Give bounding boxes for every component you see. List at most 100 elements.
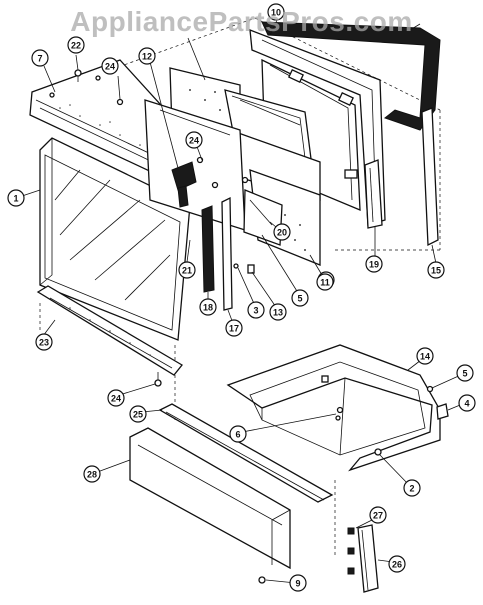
callout-circle (369, 506, 387, 524)
screw-part-3 (233, 263, 239, 269)
callout-12: 12 (138, 47, 156, 65)
callout-21: 21 (178, 261, 196, 279)
callout-circle (107, 389, 125, 407)
door-side-channel-part-19 (364, 159, 383, 229)
door-liner-part-10 (249, 29, 386, 226)
callout-circle (185, 131, 203, 149)
callout-circle (365, 255, 383, 273)
door-glass-pack (229, 129, 321, 266)
callout-label: 12 (142, 52, 152, 62)
clip-set-part-27 (347, 527, 355, 575)
callout-label: 5 (297, 294, 302, 304)
callout-27: 27 (369, 506, 387, 524)
callout-label: 18 (203, 303, 213, 313)
callout-circle (458, 394, 476, 412)
callout-label: 17 (229, 324, 239, 334)
screw-part-6-drawer (335, 415, 341, 421)
callout-5: 5 (291, 289, 309, 307)
callout-circle (229, 425, 247, 443)
callout-label: 3 (253, 306, 258, 316)
callout-circle (273, 223, 291, 241)
drawer-trim-part-25 (158, 403, 334, 503)
callout-circle (456, 364, 474, 382)
callout-3: 3 (247, 301, 265, 319)
callout-label: 28 (87, 470, 97, 480)
callout-circle (403, 479, 421, 497)
callout-circle (101, 57, 119, 75)
callout-label: 5 (462, 369, 467, 379)
part-callouts: 1234556679101112131415171819202122232424… (7, 3, 476, 592)
door-bottom-trim-part-23 (36, 285, 183, 376)
callout-18: 18 (199, 298, 217, 316)
callout-circle (388, 555, 406, 573)
callout-label: 25 (133, 410, 143, 420)
screw-part-2 (374, 448, 382, 456)
callout-label: 15 (431, 266, 441, 276)
callout-label: 24 (189, 136, 199, 146)
screw-part-9 (258, 576, 266, 584)
callout-11: 11 (316, 273, 334, 291)
callout-24: 24 (107, 389, 125, 407)
callout-label: 21 (182, 266, 192, 276)
callout-25: 25 (129, 405, 147, 423)
callout-9: 9 (289, 574, 307, 592)
callout-circle (289, 574, 307, 592)
callout-6: 6 (229, 425, 247, 443)
callout-24: 24 (185, 131, 203, 149)
hinge-block-part-20 (243, 189, 283, 246)
callout-2: 2 (403, 479, 421, 497)
callout-circle (7, 189, 25, 207)
callout-label: 2 (409, 484, 414, 494)
callout-label: 20 (277, 228, 287, 238)
callout-label: 1 (13, 194, 18, 204)
callout-23: 23 (35, 333, 53, 351)
callout-circle (427, 261, 445, 279)
hinge-strip-part-17 (221, 196, 233, 311)
callout-label: 24 (111, 394, 121, 404)
callout-20: 20 (273, 223, 291, 241)
callout-circle (31, 49, 49, 67)
callout-13: 13 (269, 303, 287, 321)
callout-circle (199, 298, 217, 316)
screw-part-5-drawer (426, 385, 434, 393)
callout-circle (291, 289, 309, 307)
callout-28: 28 (83, 465, 101, 483)
side-bracket-part-26 (357, 524, 379, 593)
callout-label: 26 (392, 560, 402, 570)
callout-circle (225, 319, 243, 337)
side-trim-part-15 (421, 107, 439, 247)
callout-24: 24 (101, 57, 119, 75)
callout-circle (138, 47, 156, 65)
callout-circle (247, 301, 265, 319)
small-bracket-part-13 (247, 264, 255, 274)
callout-22: 22 (67, 36, 85, 54)
callout-label: 7 (37, 54, 42, 64)
callout-1: 1 (7, 189, 25, 207)
callout-label: 11 (320, 278, 330, 288)
callout-circle (416, 347, 434, 365)
callout-label: 19 (369, 260, 379, 270)
callout-15: 15 (427, 261, 445, 279)
drawer-front-part-28 (129, 427, 291, 570)
storage-drawer-part-14 (226, 344, 441, 472)
callout-label: 27 (373, 511, 383, 521)
callout-circle (35, 333, 53, 351)
callout-label: 4 (464, 399, 469, 409)
callout-label: 24 (105, 62, 115, 72)
callout-label: 14 (420, 352, 430, 362)
callout-label: 13 (273, 308, 283, 318)
callout-label: 23 (39, 338, 49, 348)
door-hinge-assembly (144, 99, 249, 231)
screw-part-24-top (116, 98, 124, 106)
callout-17: 17 (225, 319, 243, 337)
callout-7: 7 (31, 49, 49, 67)
callout-circle (67, 36, 85, 54)
callout-5: 5 (456, 364, 474, 382)
callout-19: 19 (365, 255, 383, 273)
callout-10: 10 (267, 3, 285, 21)
callout-circle (269, 303, 287, 321)
drawer-glide-part-4 (436, 403, 449, 420)
callout-label: 10 (271, 8, 281, 18)
